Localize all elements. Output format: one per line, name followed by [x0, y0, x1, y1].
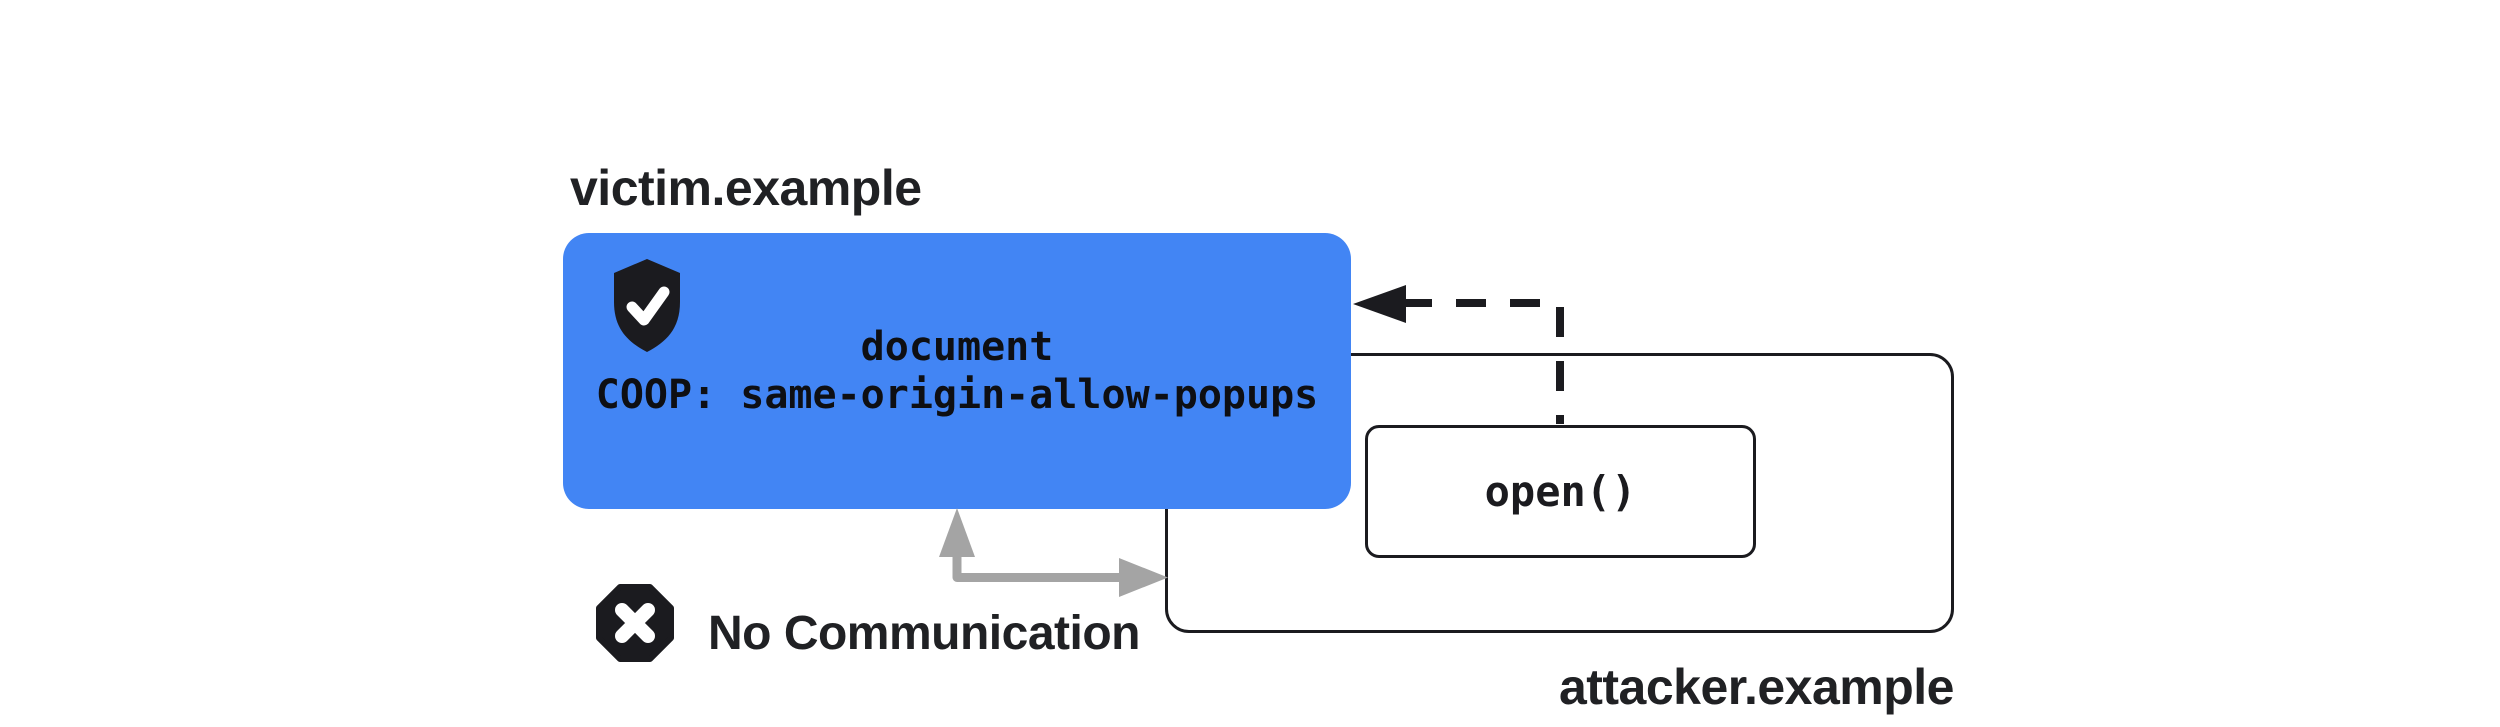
open-call-label: open()	[1484, 467, 1637, 516]
victim-document-box: document COOP: same-origin-allow-popups	[563, 233, 1351, 509]
attacker-domain-label: attacker.example	[1558, 659, 1955, 715]
victim-domain-label: victim.example	[570, 160, 922, 216]
coop-header-label: COOP: same-origin-allow-popups	[595, 372, 1319, 418]
document-label: document	[860, 324, 1054, 370]
shield-check-icon	[614, 259, 680, 352]
open-call-box: open()	[1365, 425, 1756, 558]
no-communication-label: No Communication	[708, 607, 1141, 660]
block-x-icon	[596, 584, 674, 662]
no-communication-arrow	[939, 508, 1168, 597]
